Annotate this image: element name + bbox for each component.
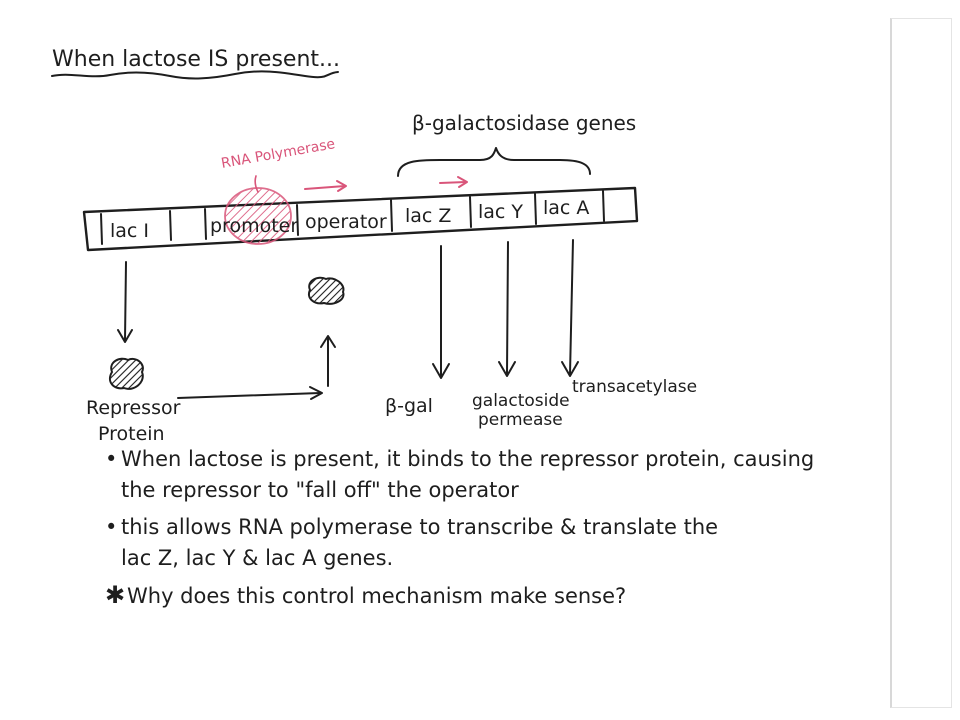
segment-operator: operator xyxy=(305,211,387,233)
arrow-laca-to-product xyxy=(561,239,579,377)
repressor-label-line1: Repressor xyxy=(86,397,181,419)
note-1-line-1: •When lactose is present, it binds to th… xyxy=(105,447,815,471)
bullet-2: • xyxy=(105,515,118,539)
genes-label: β-galactosidase genes xyxy=(412,111,636,135)
repressor-label-line2: Protein xyxy=(98,423,165,445)
segment-lac-y: lac Y xyxy=(478,201,523,223)
product-beta-gal: β-gal xyxy=(385,395,433,417)
genes-brace xyxy=(397,147,591,177)
bullet-1: • xyxy=(105,447,118,471)
star-icon: ✱ xyxy=(105,581,126,609)
arrow-lacz-to-product xyxy=(432,245,450,379)
released-repressor-blob xyxy=(308,276,345,305)
rna-polymerase-blob xyxy=(224,187,292,245)
side-panel xyxy=(890,18,952,708)
segment-lac-a: lac A xyxy=(543,197,589,219)
product-permease-line1: galactoside xyxy=(472,391,570,411)
arrow-up-to-released-repressor xyxy=(320,335,336,387)
segment-lac-i: lac I xyxy=(110,220,149,242)
arrow-laci-to-repressor xyxy=(117,261,133,343)
note-3-line-1: ✱Why does this control mechanism make se… xyxy=(105,581,627,609)
title-underline xyxy=(51,70,339,80)
polymerase-label: RNA Polymerase xyxy=(220,136,336,172)
notes-section: •When lactose is present, it binds to th… xyxy=(105,446,865,614)
arrow-lacy-to-product xyxy=(498,241,516,377)
note-2-line-2: lac Z, lac Y & lac A genes. xyxy=(121,546,394,570)
note-2-line-1: •this allows RNA polymerase to transcrib… xyxy=(105,515,719,539)
page-title: When lactose IS present... xyxy=(52,47,340,72)
transcription-arrow-1 xyxy=(304,180,347,192)
dna-strand xyxy=(82,186,639,252)
product-transacetylase: transacetylase xyxy=(572,377,697,397)
note-1-line-2: the repressor to "fall off" the operator xyxy=(121,478,519,502)
transcription-arrow-2 xyxy=(439,176,468,188)
segment-lac-z: lac Z xyxy=(405,205,451,227)
repressor-protein-blob xyxy=(108,357,144,390)
arrow-repressor-to-right xyxy=(177,386,323,400)
dna-dividers xyxy=(100,190,605,245)
product-permease-line2: permease xyxy=(478,410,563,430)
segment-promoter: promoter xyxy=(210,215,298,237)
